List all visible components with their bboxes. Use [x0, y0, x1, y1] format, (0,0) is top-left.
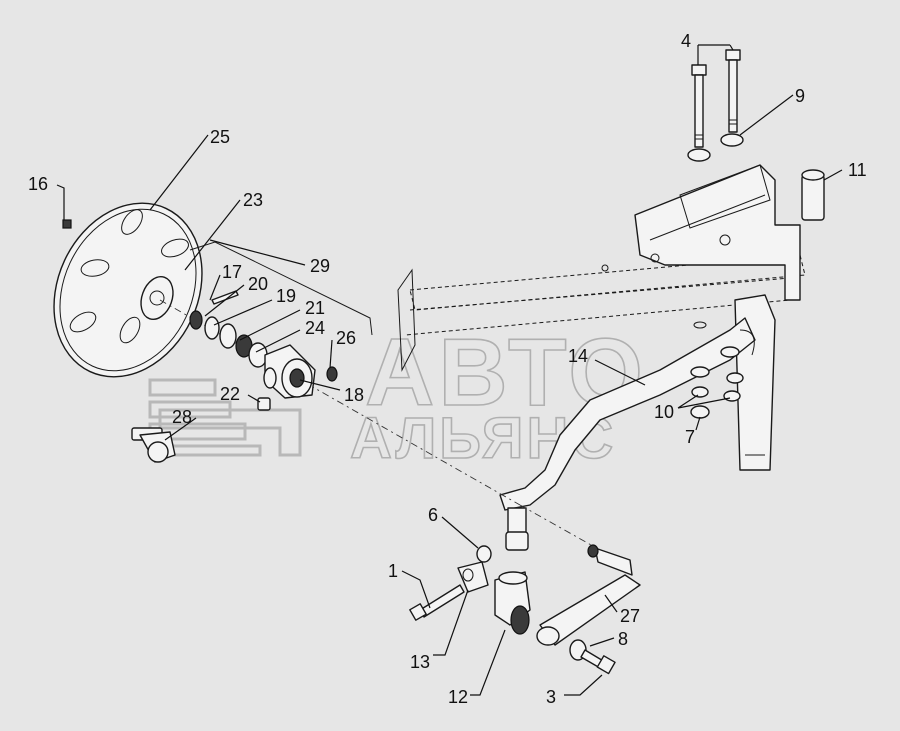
callout-1: 1: [388, 561, 398, 581]
callout-19: 19: [276, 286, 296, 306]
lever-part-27: [536, 544, 641, 646]
callout-9: 9: [795, 86, 805, 106]
callout-22: 22: [220, 384, 240, 404]
arm-part-14: [499, 317, 756, 551]
callout-27: 27: [620, 606, 640, 626]
callout-28: 28: [172, 407, 192, 427]
callout-25: 25: [210, 127, 230, 147]
outline-part-29: [189, 241, 373, 336]
bolt-part-4: [691, 49, 741, 148]
callouts: 4 9 11 25 16 23 17 20 29 19 21 24 26 18 …: [28, 31, 867, 707]
callout-12: 12: [448, 687, 468, 707]
wheel-part-25: [53, 202, 203, 378]
callout-24: 24: [305, 318, 325, 338]
screw-part-16: [62, 219, 72, 229]
nut-part-26: [326, 366, 338, 382]
washer-part-9: [687, 133, 744, 162]
callout-8: 8: [618, 629, 628, 649]
callout-18: 18: [344, 385, 364, 405]
leader-lines: [56, 44, 843, 696]
nut-part-6: [476, 545, 492, 563]
callout-20: 20: [248, 274, 268, 294]
bolt-part-1: [409, 584, 465, 621]
clamp-part-13: [457, 561, 489, 593]
callout-7: 7: [685, 427, 695, 447]
callout-14: 14: [568, 346, 588, 366]
callout-4: 4: [681, 31, 691, 51]
callout-6: 6: [428, 505, 438, 525]
callout-26: 26: [336, 328, 356, 348]
callout-16: 16: [28, 174, 48, 194]
bearing-set-part-19-21-24: [189, 310, 268, 368]
bolt-part-3: [580, 649, 616, 675]
callout-3: 3: [546, 687, 556, 707]
callout-29: 29: [310, 256, 330, 276]
mounting-bracket: [601, 164, 801, 471]
axle-part-28: [131, 427, 176, 463]
cap-part-22: [257, 397, 271, 411]
callout-17: 17: [222, 262, 242, 282]
callout-10: 10: [654, 402, 674, 422]
nut-part-7: [690, 405, 710, 419]
callout-23: 23: [243, 190, 263, 210]
callout-21: 21: [305, 298, 325, 318]
knuckle-part-12: [494, 571, 531, 635]
hub-part-18: [263, 344, 316, 399]
nuts-part-10: [690, 346, 744, 402]
bushing-part-11: [801, 169, 825, 221]
callout-11: 11: [848, 160, 867, 180]
callout-13: 13: [410, 652, 430, 672]
axis-centerline-lower: [519, 504, 601, 551]
